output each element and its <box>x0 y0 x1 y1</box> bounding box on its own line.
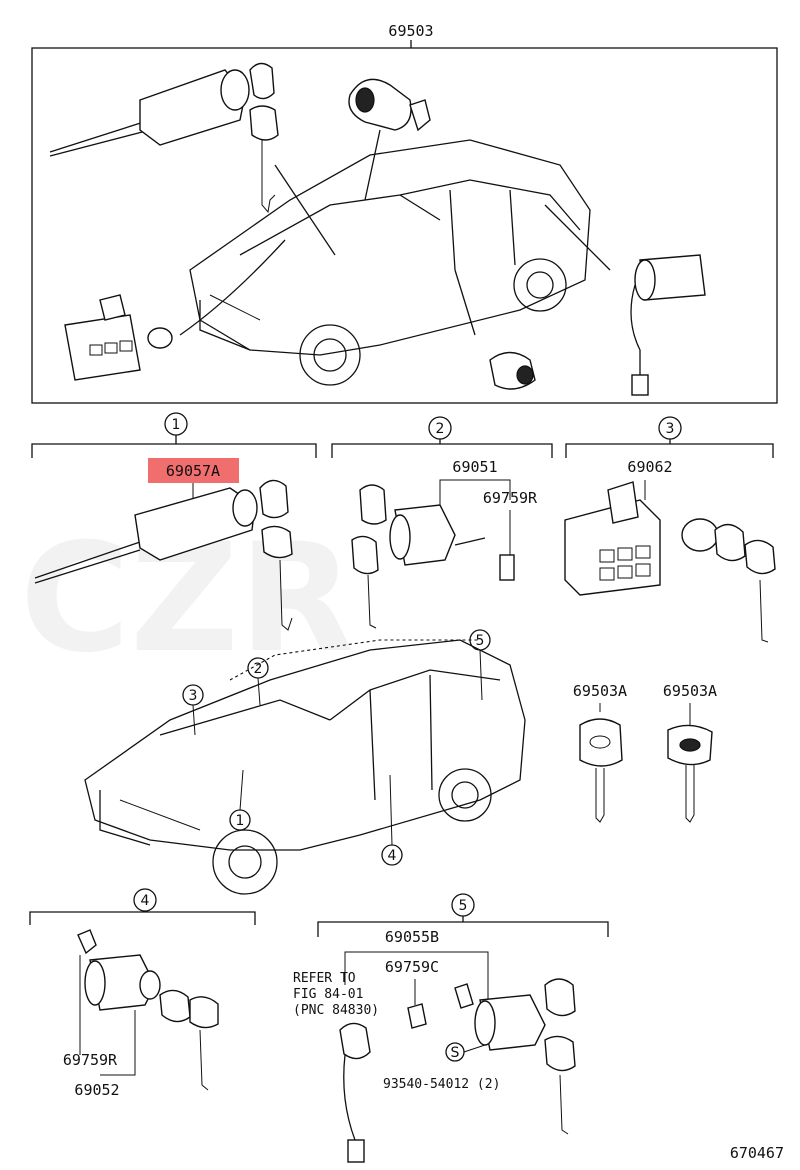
section-2: 2 69051 69759R <box>331 416 553 629</box>
section-3: 3 69062 <box>564 416 776 643</box>
part-69062-label: 69062 <box>627 458 672 476</box>
arrow-hood <box>179 239 286 336</box>
vehicle-callout-2-label: 2 <box>254 661 263 677</box>
vehicle-middle-illustration: 1 2 3 4 5 <box>84 629 526 895</box>
callout-2-label: 2 <box>436 421 445 437</box>
section-1-bracket <box>31 443 317 458</box>
arrow-glovebox <box>364 129 381 201</box>
top-assembly: 69503 <box>31 22 778 404</box>
top-assembly-label: 69503 <box>388 22 433 40</box>
key-b-illustration <box>667 724 713 823</box>
section-5-bracket <box>317 921 609 937</box>
part-highlight <box>148 458 239 483</box>
key-a-label: 69503A <box>573 682 627 700</box>
section-4-bracket <box>29 911 256 925</box>
part-69057A-label: 69057A <box>166 462 220 480</box>
ignition-cylinder-part <box>34 479 293 631</box>
refer-line-1: REFER TO <box>293 971 356 986</box>
screw-symbol-label: S <box>451 1045 460 1061</box>
door-cylinder-illustration <box>489 351 536 390</box>
section-2-bracket <box>331 443 553 458</box>
part-93540-label: 93540-54012 (2) <box>383 1077 500 1092</box>
part-69759C-label: 69759C <box>385 958 439 976</box>
arrow-ignition <box>274 164 336 256</box>
key-a-illustration <box>579 718 623 823</box>
rear-cylinder-part <box>339 978 576 1163</box>
arrow-rear <box>544 204 611 271</box>
callout-3-label: 3 <box>666 421 675 437</box>
hood-lock-illustration <box>64 294 173 381</box>
door-cylinder-part <box>77 929 219 1091</box>
vehicle-callout-1-label: 1 <box>236 813 245 829</box>
section-5: 5 69055B 69759C REFER TO FIG 84-01 (PNC … <box>293 893 609 1163</box>
rear-cylinder-illustration <box>630 254 706 396</box>
part-69759R-label: 69759R <box>483 489 538 507</box>
arrow-door <box>454 269 476 336</box>
refer-line-3: (PNC 84830) <box>293 1003 379 1018</box>
vehicle-callout-4-label: 4 <box>388 848 397 864</box>
part-69051-label: 69051 <box>452 458 497 476</box>
section-1: 1 69057A <box>31 412 317 631</box>
ignition-cylinder-illustration <box>49 62 279 214</box>
part-69052-label: 69052 <box>74 1081 119 1099</box>
glovebox-lock-illustration <box>348 78 431 132</box>
part-69055B-label: 69055B <box>385 928 439 946</box>
callout-1-label: 1 <box>172 417 181 433</box>
keys-group: 69503A 69503A <box>573 682 717 823</box>
key-b-label: 69503A <box>663 682 717 700</box>
part-69759R-door-label: 69759R <box>63 1051 118 1069</box>
callout-5-label: 5 <box>459 898 468 914</box>
refer-line-2: FIG 84-01 <box>293 987 363 1002</box>
section-3-bracket <box>565 443 774 458</box>
callout-4-label: 4 <box>141 893 150 909</box>
vehicle-callout-5-label: 5 <box>476 633 485 649</box>
vehicle-top-illustration <box>189 139 591 386</box>
hood-lock-part <box>564 481 776 643</box>
figure-number: 670467 <box>730 1144 784 1162</box>
vehicle-callout-3-label: 3 <box>189 688 198 704</box>
section-4: 4 69759R 69052 <box>29 888 256 1099</box>
top-assembly-frame <box>31 47 778 404</box>
glovebox-cylinder-part <box>351 484 515 629</box>
